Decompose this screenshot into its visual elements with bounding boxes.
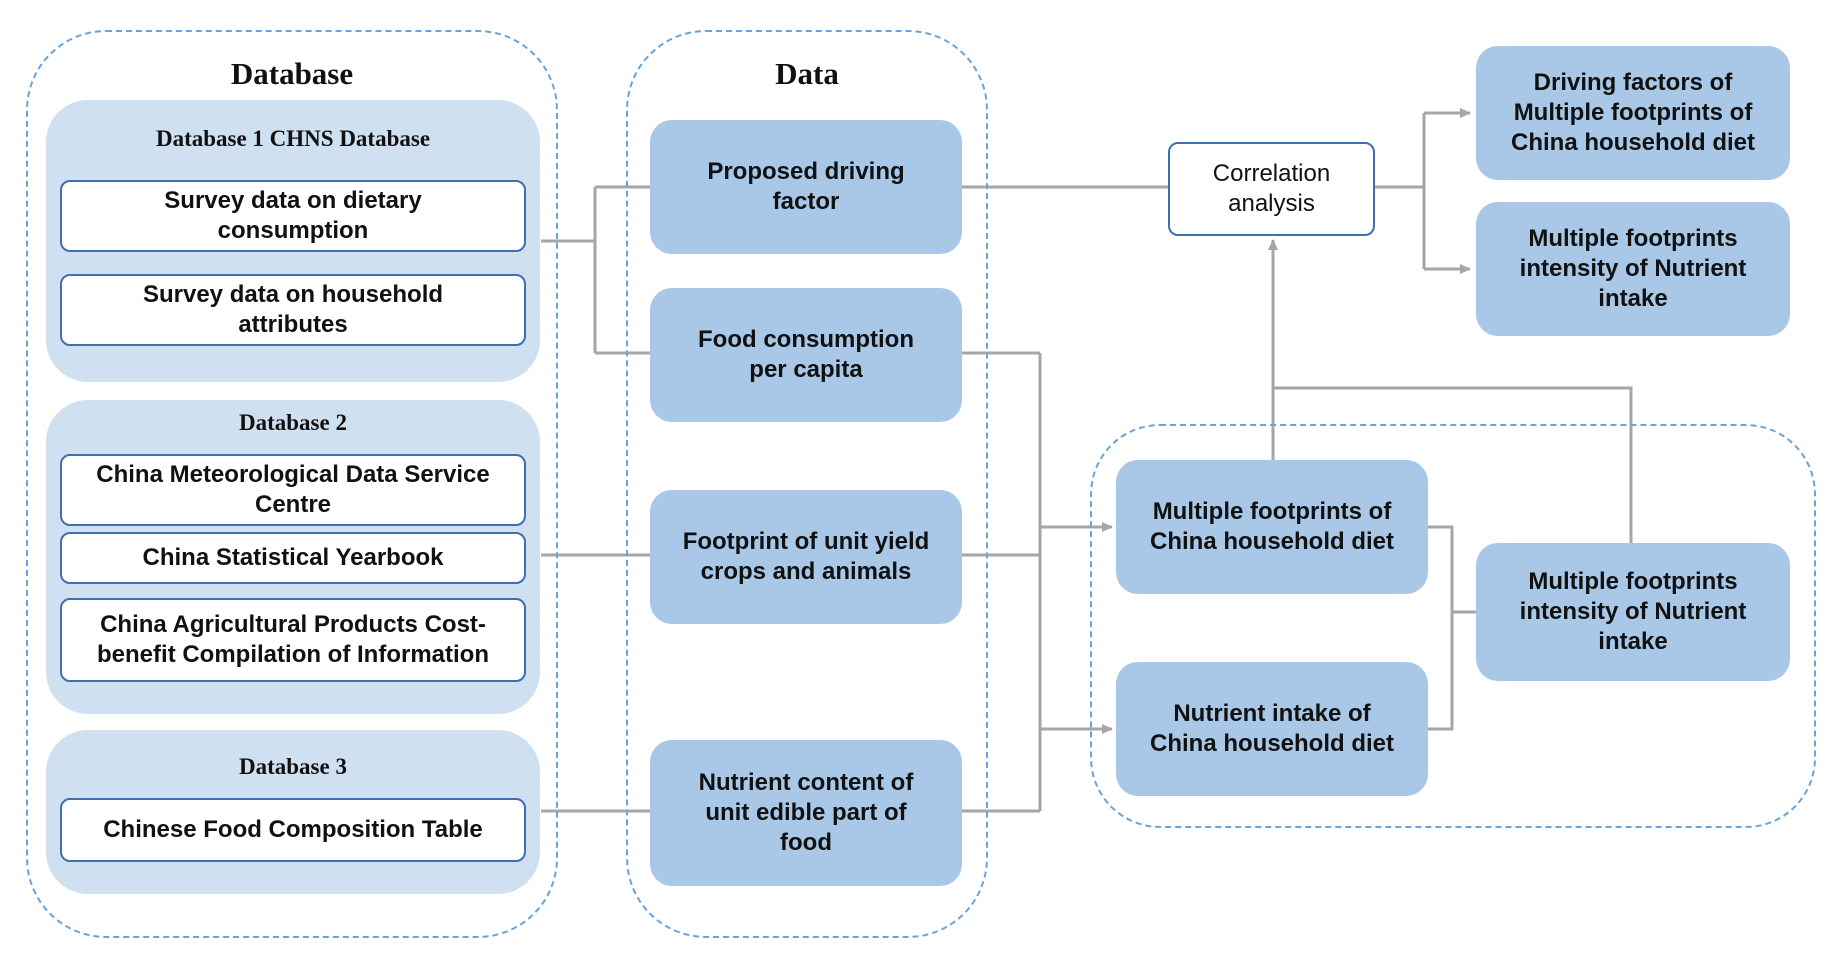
source-meteorological: China Meteorological Data Service Centre xyxy=(60,454,526,526)
node-food-consumption: Food consumption per capita xyxy=(650,288,962,422)
database-1-title: Database 1 CHNS Database xyxy=(155,126,431,151)
node-intensity-output: Multiple footprints intensity of Nutrien… xyxy=(1476,202,1790,336)
link-data-collector xyxy=(962,351,1042,813)
source-statistical-yearbook: China Statistical Yearbook xyxy=(60,532,526,584)
node-driving-factors-output: Driving factors of Multiple footprints o… xyxy=(1476,46,1790,180)
link-calc-correlation xyxy=(1273,386,1633,543)
source-dietary-survey: Survey data on dietary consumption xyxy=(60,180,526,252)
link-correlation-outputs xyxy=(1375,113,1426,269)
database-3-title: Database 3 xyxy=(239,754,347,779)
node-nutrient-intake: Nutrient intake of China household diet xyxy=(1116,662,1428,796)
node-multiple-footprints: Multiple footprints of China household d… xyxy=(1116,460,1428,594)
source-agricultural-cost-benefit: China Agricultural Products Cost- benefi… xyxy=(60,598,526,682)
data-panel xyxy=(626,30,988,938)
calculation-panel xyxy=(1090,424,1816,828)
node-footprint-unit-yield: Footprint of unit yield crops and animal… xyxy=(650,490,962,624)
database-heading: Database xyxy=(230,56,354,91)
data-heading: Data xyxy=(775,56,839,91)
link-to-intensity xyxy=(1428,525,1476,731)
source-food-composition: Chinese Food Composition Table xyxy=(60,798,526,862)
node-footprints-intensity: Multiple footprints intensity of Nutrien… xyxy=(1476,543,1790,681)
database-2-title: Database 2 xyxy=(239,410,347,435)
database-panel xyxy=(26,30,558,938)
link-db1-bracket xyxy=(541,185,650,355)
node-nutrient-content: Nutrient content of unit edible part of … xyxy=(650,740,962,886)
source-household-survey: Survey data on household attributes xyxy=(60,274,526,346)
node-proposed-driving-factor: Proposed driving factor xyxy=(650,120,962,254)
node-correlation-analysis: Correlation analysis xyxy=(1168,142,1375,236)
